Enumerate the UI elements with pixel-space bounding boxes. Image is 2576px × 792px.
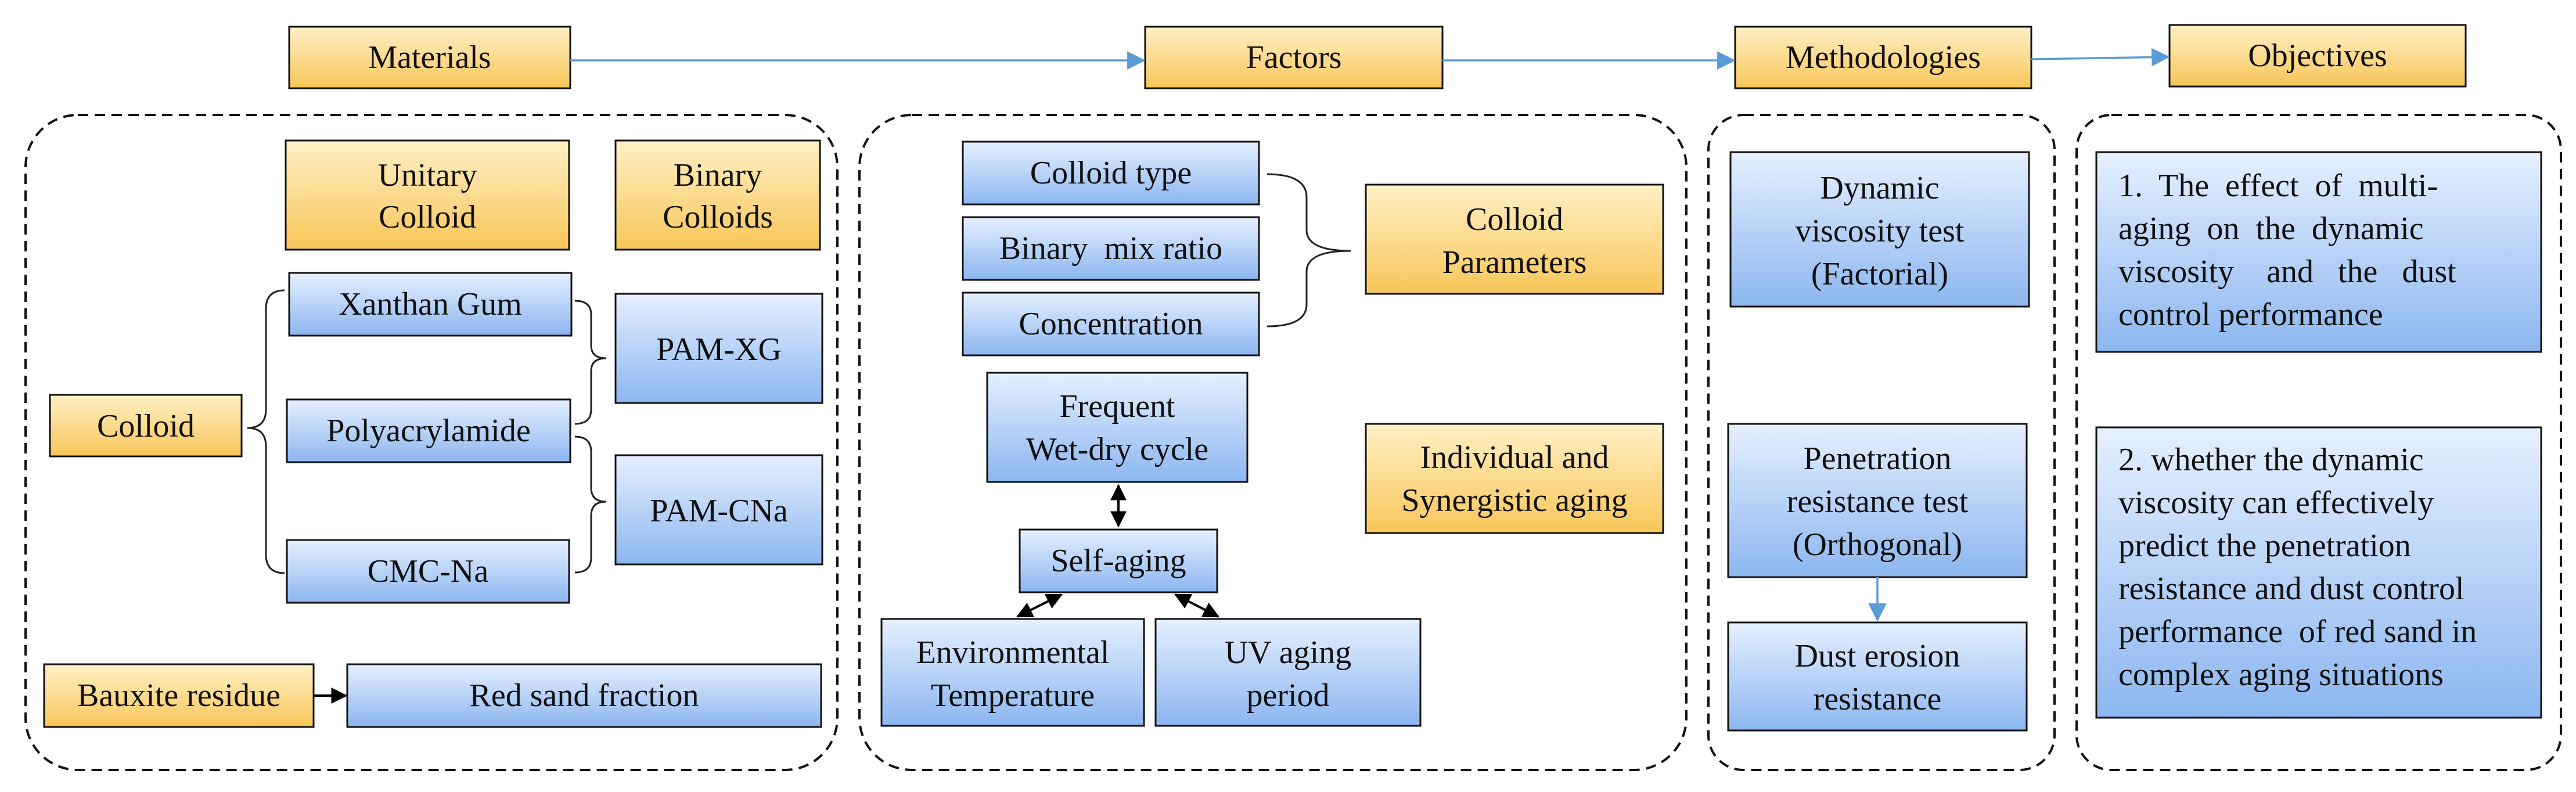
self-aging-box — [1019, 528, 1218, 593]
individual-synergistic-label-line1: Individual and — [1420, 440, 1609, 476]
unitary-colloid-label-line2: Colloid — [379, 199, 476, 235]
colloid-parameters-label-line2: Parameters — [1442, 244, 1587, 280]
uv-aging-period-box — [1154, 618, 1422, 727]
wet-dry-cycle-label-line2: Wet-dry cycle — [1026, 431, 1208, 467]
dynamic-viscosity-test-box — [1729, 151, 2030, 308]
dynamic-viscosity-label-line2: viscosity test — [1796, 213, 1965, 249]
red-sand-fraction-label: Red sand fraction — [470, 678, 699, 714]
cmc-na-label: CMC-Na — [368, 553, 489, 589]
red-sand-fraction-box — [346, 663, 822, 728]
wet-dry-cycle-label-line1: Frequent — [1059, 388, 1175, 424]
cmc-na-box — [286, 539, 570, 604]
polyacrylamide-box — [286, 398, 571, 463]
objective-2-line6: complex aging situations — [2118, 657, 2444, 693]
methodologies-header-label: Methodologies — [1786, 39, 1981, 75]
penetration-resistance-label-line1: Penetration — [1803, 441, 1951, 477]
wet-dry-cycle-box — [986, 372, 1249, 483]
colloid-parameters-label-line1: Colloid — [1466, 201, 1563, 237]
methodologies-panel — [1707, 114, 2056, 771]
polyacrylamide-label: Polyacrylamide — [326, 413, 530, 449]
objectives-header-label: Objectives — [2248, 38, 2387, 74]
objective-2-line4: resistance and dust control — [2118, 571, 2465, 607]
xanthan-gum-label: Xanthan Gum — [339, 286, 522, 322]
unitary-colloid-label-line1: Unitary — [377, 157, 477, 193]
self-aging-label: Self-aging — [1050, 543, 1186, 579]
self-aging-temperature-arrow — [1016, 593, 1063, 618]
dust-erosion-label-line1: Dust erosion — [1795, 638, 1960, 674]
uv-aging-period-label-line2: period — [1246, 678, 1329, 714]
dust-erosion-label-line2: resistance — [1814, 681, 1942, 717]
unitary-colloid-box — [285, 139, 570, 251]
pam-xg-brace — [574, 300, 607, 425]
colloid-brace — [247, 289, 285, 574]
dust-erosion-resistance-box — [1727, 621, 2028, 732]
dynamic-viscosity-label-line3: (Factorial) — [1811, 256, 1948, 292]
pam-xg-box — [614, 293, 823, 404]
individual-synergistic-label-line2: Synergistic aging — [1401, 483, 1627, 519]
methodologies-to-objectives-arrow — [2031, 48, 2170, 67]
objective-2-line5: performance of red sand in — [2118, 614, 2477, 650]
bauxite-residue-label: Bauxite residue — [77, 678, 280, 714]
binary-colloids-label-line1: Binary — [674, 157, 762, 193]
concentration-box — [962, 291, 1260, 357]
objectives-header-box — [2168, 24, 2467, 88]
factors-header-label: Factors — [1246, 39, 1342, 75]
binary-mix-ratio-box — [962, 216, 1260, 281]
environmental-temperature-box — [880, 618, 1145, 727]
objective-2-line2: viscosity can effectively — [2118, 485, 2434, 521]
environmental-temperature-label-line1: Environmental — [916, 635, 1110, 671]
objective-2-line3: predict the penetration — [2118, 528, 2411, 564]
methodologies-header-box — [1734, 26, 2032, 89]
factors-panel — [858, 114, 1688, 771]
dynamic-viscosity-label-line1: Dynamic — [1820, 170, 1939, 206]
objectives-panel — [2075, 114, 2562, 771]
individual-synergistic-aging-box — [1365, 423, 1664, 534]
binary-colloids-label-line2: Colloids — [663, 199, 773, 235]
objective-2-box — [2095, 426, 2542, 719]
uv-aging-period-label-line1: UV aging — [1225, 635, 1351, 671]
concentration-label: Concentration — [1019, 306, 1203, 342]
colloid-parameters-brace — [1267, 173, 1351, 327]
materials-panel — [24, 114, 839, 771]
colloid-parameters-box — [1365, 183, 1664, 295]
objective-1-line4: control performance — [2118, 297, 2383, 333]
objective-1-line1: 1. The effect of multi- — [2118, 168, 2438, 204]
penetration-resistance-label-line2: resistance test — [1787, 484, 1969, 520]
xanthan-gum-box — [288, 272, 573, 337]
materials-header-box — [288, 26, 571, 89]
objective-2-line1: 2. whether the dynamic — [2118, 442, 2424, 478]
penetration-resistance-label-line3: (Orthogonal) — [1793, 527, 1962, 563]
objective-1-line2: aging on the dynamic — [2118, 211, 2424, 247]
colloid-type-box — [962, 141, 1260, 206]
pam-cna-box — [614, 454, 823, 566]
pam-xg-label: PAM-XG — [656, 332, 782, 368]
penetration-resistance-test-box — [1727, 423, 2028, 578]
binary-colloids-box — [614, 139, 821, 251]
bauxite-residue-box — [43, 663, 315, 728]
colloid-box — [49, 394, 243, 458]
pam-cna-label: PAM-CNa — [650, 493, 788, 529]
colloid-label: Colloid — [97, 408, 195, 444]
binary-mix-ratio-label: Binary mix ratio — [999, 231, 1222, 267]
colloid-type-label: Colloid type — [1030, 155, 1192, 191]
pam-cna-brace — [574, 435, 607, 574]
materials-header-label: Materials — [368, 39, 491, 75]
objective-1-line3: viscosity and the dust — [2118, 254, 2456, 290]
environmental-temperature-label-line2: Temperature — [931, 678, 1095, 714]
objective-1-box — [2095, 151, 2542, 353]
self-aging-uv-arrow — [1174, 593, 1220, 618]
factors-header-box — [1144, 26, 1444, 89]
